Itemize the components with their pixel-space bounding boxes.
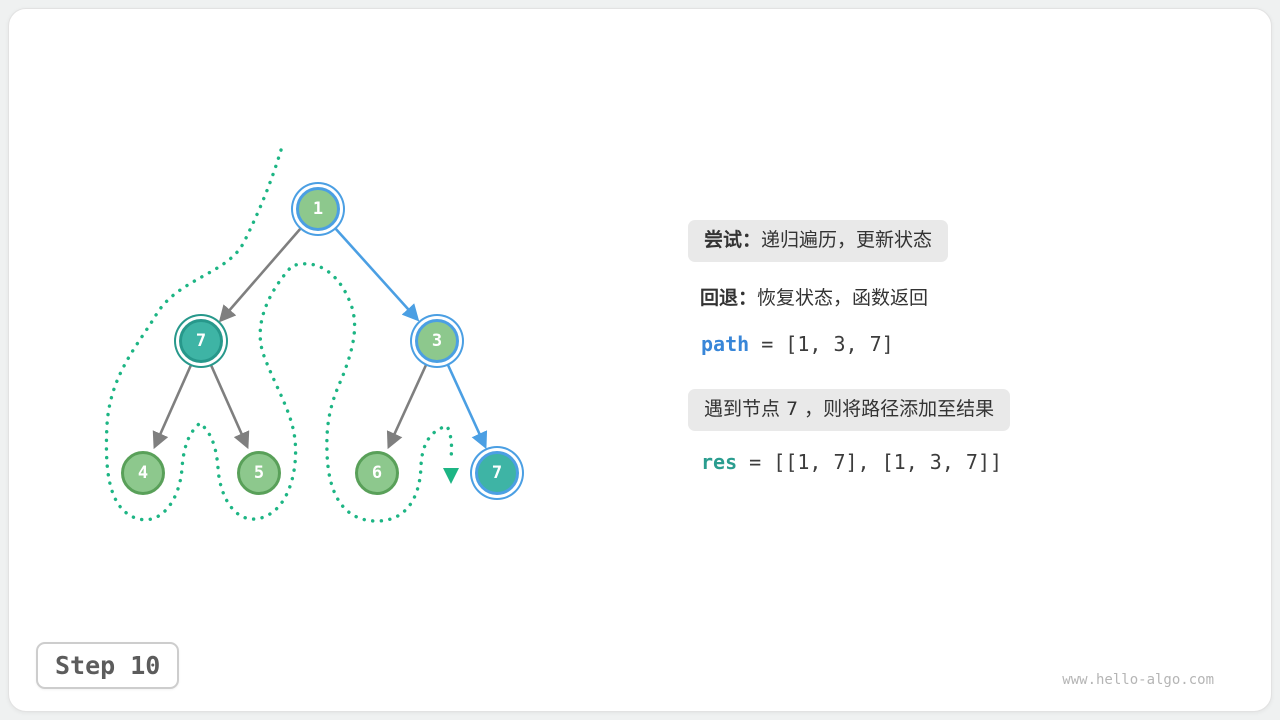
backtrack-text: 恢复状态，函数返回 [757,287,929,309]
tree-node-1: 1 [296,187,340,231]
path-variable-value: = [1, 3, 7] [749,332,894,356]
edge-3-to-7-active [446,364,488,450]
path-variable-name: path [701,332,750,356]
try-label: 尝试： [704,229,762,251]
tree-node-5: 5 [237,451,281,495]
res-variable-name: res [701,450,738,474]
tree-node-7-left: 7 [179,319,223,363]
note-text: 遇到节点 7 ，则将路径添加至结果 [704,398,995,420]
res-variable-line: res = [[1, 7], [1, 3, 7]] [701,450,1002,474]
edge-7-to-5 [209,364,250,450]
try-annotation-box: 尝试：递归遍历，更新状态 [688,220,949,262]
res-variable-value: = [[1, 7], [1, 3, 7]] [737,450,1003,474]
content-card [8,8,1272,712]
current-position-marker [443,468,459,484]
tree-node-3: 3 [415,319,459,363]
tree-node-7-right: 7 [475,451,519,495]
backtrack-annotation-line: 回退：恢复状态，函数返回 [700,287,928,311]
note-annotation-box: 遇到节点 7 ，则将路径添加至结果 [688,389,1011,431]
tree-node-6: 6 [355,451,399,495]
edge-1-to-7 [218,227,302,323]
try-text: 递归遍历，更新状态 [761,229,933,251]
tree-node-4: 4 [121,451,165,495]
edge-3-to-6 [386,364,428,450]
watermark-url: www.hello-algo.com [1062,672,1214,688]
backtrack-label: 回退： [700,287,758,309]
path-variable-line: path = [1, 3, 7] [701,332,894,356]
edge-1-to-3-active [334,227,420,322]
edge-7-to-4 [152,364,193,450]
step-badge: Step 10 [36,642,180,689]
